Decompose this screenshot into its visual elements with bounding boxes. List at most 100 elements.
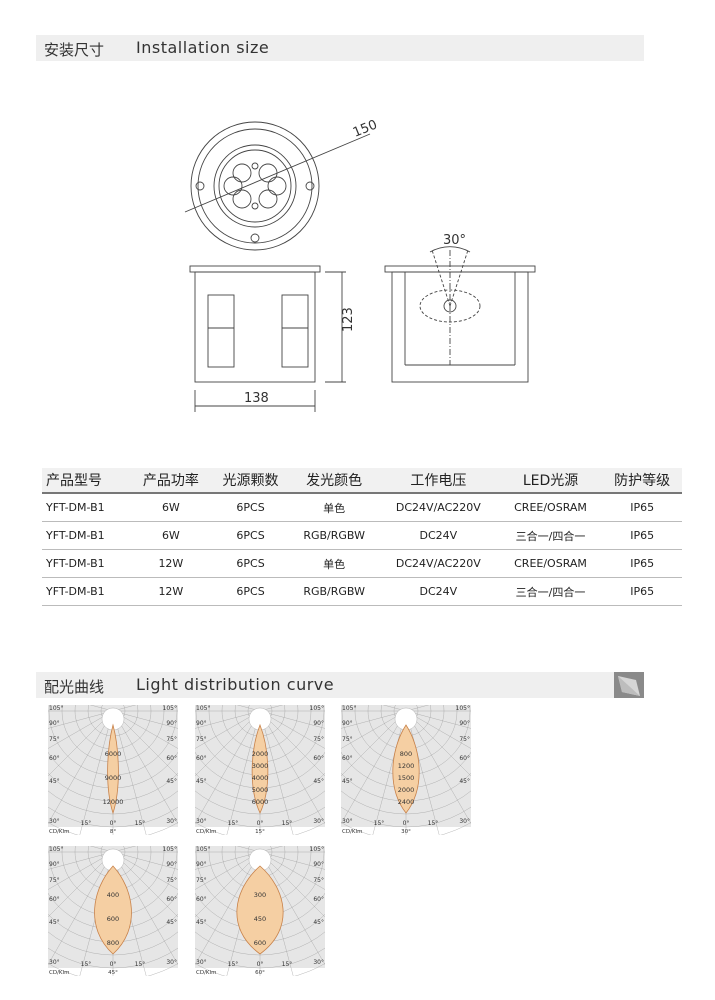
grid-spoke <box>405 710 471 749</box>
intensity-label: 2000 <box>398 786 415 794</box>
angle-label-right: 105° <box>310 846 324 853</box>
section-header-installation: 安装尺寸 Installation size <box>36 35 644 61</box>
cell: DC24V/AC220V <box>377 493 499 522</box>
cell: YFT-DM-B1 <box>42 549 132 578</box>
intensity-label: 1200 <box>398 762 415 770</box>
cell: IP65 <box>602 577 682 606</box>
cell: CREE/OSRAM <box>498 493 603 522</box>
angle-label-right: 30° <box>166 818 177 825</box>
angle-label-left: 105° <box>196 705 210 712</box>
intensity-label: 450 <box>254 915 266 923</box>
angle-label-left: 60° <box>196 755 207 762</box>
angle-label-left: 45° <box>342 778 353 785</box>
polar-chart: 8001200150020002400105°90°75°60°45°30°10… <box>341 705 471 835</box>
intensity-label: 6000 <box>105 750 122 758</box>
angle-label-left: 105° <box>196 846 210 853</box>
table-row: YFT-DM-B1 6W 6PCS 单色 DC24V/AC220V CREE/O… <box>42 493 682 522</box>
intensity-label: 2000 <box>252 750 269 758</box>
angle-label-left: 30° <box>196 818 207 825</box>
angle-label-right: 60° <box>459 755 470 762</box>
angle-label-left: 90° <box>342 720 353 727</box>
intensity-label: 600 <box>254 939 266 947</box>
angle-label-left: 30° <box>342 818 353 825</box>
angle-label-left: 90° <box>49 720 60 727</box>
cell: DC24V <box>377 577 499 606</box>
polar-chart: 300450600105°90°75°60°45°30°105°90°75°60… <box>195 846 325 976</box>
beam-shape <box>392 724 420 814</box>
grid-spoke <box>112 710 178 777</box>
beam-angle-label: 30° <box>401 829 411 835</box>
cell: 单色 <box>290 549 378 578</box>
angle-label-left: 105° <box>49 705 63 712</box>
beam-shape <box>107 723 119 815</box>
cell: RGB/RGBW <box>290 577 378 606</box>
grid-spoke <box>259 710 325 729</box>
angle-label-bottom: 15° <box>428 820 439 827</box>
intensity-label: 600 <box>107 915 119 923</box>
cell: 12W <box>131 577 211 606</box>
grid-spoke <box>48 851 114 965</box>
spec-table: 产品型号 产品功率 光源颗数 发光颜色 工作电压 LED光源 防护等级 YFT-… <box>42 468 682 606</box>
angle-label-bottom: 15° <box>81 961 92 968</box>
intensity-label: 800 <box>400 750 412 758</box>
angle-label-right: 45° <box>166 919 177 926</box>
grid-spoke <box>195 710 261 824</box>
grid-spoke <box>259 851 325 965</box>
cell: 三合一/四合一 <box>498 521 603 550</box>
angle-label-right: 45° <box>459 778 470 785</box>
angle-label-right: 105° <box>163 846 177 853</box>
grid-spoke <box>48 851 114 890</box>
grid-spoke <box>112 710 178 824</box>
angle-label-right: 60° <box>313 896 324 903</box>
dim-angle: 30° <box>443 233 466 248</box>
cell: IP65 <box>602 521 682 550</box>
angle-label-bottom: 15° <box>81 820 92 827</box>
cell: IP65 <box>602 549 682 578</box>
grid-spoke <box>112 710 178 729</box>
intensity-label: 800 <box>107 939 119 947</box>
unit-label: CD/Klm <box>342 829 362 835</box>
angle-label-left: 30° <box>49 959 60 966</box>
angle-label-left: 45° <box>49 919 60 926</box>
table-row: YFT-DM-B1 6W 6PCS RGB/RGBW DC24V 三合一/四合一… <box>42 521 682 550</box>
grid-spoke <box>259 710 294 835</box>
grid-spoke <box>48 851 114 870</box>
angle-label-left: 75° <box>196 877 207 884</box>
angle-label-bottom: 15° <box>374 820 385 827</box>
cell: 单色 <box>290 493 378 522</box>
grid-spoke <box>195 851 261 918</box>
grid-spoke <box>195 851 261 965</box>
angle-label-left: 75° <box>342 736 353 743</box>
polar-chart: 400600800105°90°75°60°45°30°105°90°75°60… <box>48 846 178 976</box>
angle-label-bottom: 15° <box>135 961 146 968</box>
th-count: 光源颗数 <box>210 468 291 494</box>
angle-label-left: 105° <box>49 846 63 853</box>
intensity-label: 2400 <box>398 798 415 806</box>
angle-label-right: 60° <box>166 755 177 762</box>
angle-label-right: 75° <box>166 877 177 884</box>
beam-shape <box>236 865 284 955</box>
angle-label-left: 60° <box>49 755 60 762</box>
grid-spoke <box>341 710 407 729</box>
intensity-label: 9000 <box>105 774 122 782</box>
cell: DC24V <box>377 521 499 550</box>
beam-angle-label: 8° <box>110 829 116 835</box>
th-ip: 防护等级 <box>602 468 682 494</box>
table-header-row: 产品型号 产品功率 光源颗数 发光颜色 工作电压 LED光源 防护等级 <box>42 468 682 494</box>
installation-drawing: 150 123 138 30° <box>184 118 536 412</box>
angle-label-right: 90° <box>313 861 324 868</box>
angle-label-left: 90° <box>196 720 207 727</box>
grid-spoke <box>405 710 440 835</box>
grid-spoke <box>48 710 114 777</box>
cell: YFT-DM-B1 <box>42 493 132 522</box>
angle-label-right: 75° <box>459 736 470 743</box>
angle-label-bottom: 15° <box>228 961 239 968</box>
angle-label-right: 105° <box>310 705 324 712</box>
angle-label-left: 90° <box>49 861 60 868</box>
angle-label-right: 30° <box>166 959 177 966</box>
angle-label-left: 60° <box>196 896 207 903</box>
